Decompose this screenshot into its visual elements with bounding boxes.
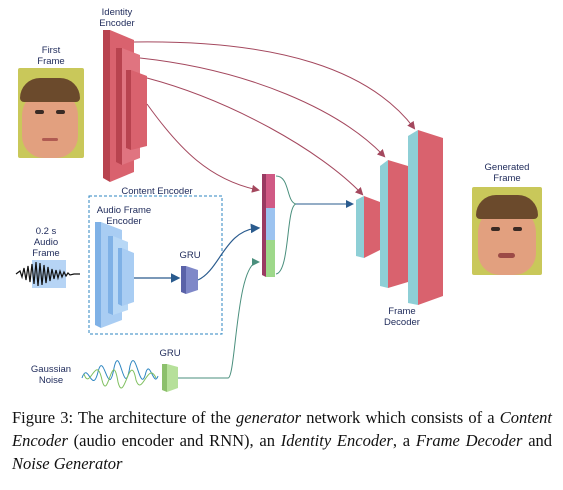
gru-content-label: GRU	[179, 250, 201, 261]
caption-mid3: , a	[392, 431, 416, 450]
caption-content-encoder: Content Encoder	[12, 408, 553, 450]
gaussian-noise-label: Gaussian Noise	[26, 364, 76, 386]
caption-noise-generator: Noise Generator	[12, 454, 123, 473]
first-frame-image	[18, 68, 84, 158]
caption-frame-decoder: Frame Decoder	[415, 431, 523, 450]
caption-mid1: network which consists of a	[301, 408, 500, 427]
gru-content-block	[181, 266, 198, 294]
architecture-diagram: Identity Encoder First Frame Content Enc…	[15, 7, 542, 392]
generated-frame-image	[472, 187, 542, 275]
generated-frame-label-line2: Frame	[493, 173, 521, 184]
gaussian-noise-label-line2: Noise	[38, 375, 64, 386]
skip-connections	[133, 41, 416, 196]
content-encoder-label: Content Encoder	[121, 186, 193, 197]
generated-frame-label-line1: Generated	[484, 162, 530, 173]
caption-mid2: (audio encoder and RNN), an	[67, 431, 281, 450]
caption-generator: generator	[236, 408, 302, 427]
audio-waveform	[15, 260, 80, 288]
frame-decoder-label-line2: Decoder	[384, 317, 420, 328]
identity-encoder-label-line2: Encoder	[99, 18, 135, 29]
audio-frame-label-line2: Audio	[33, 237, 59, 248]
first-frame-label-line1: First	[41, 45, 61, 56]
audio-frame-label-line3: Frame	[32, 248, 60, 259]
audio-frame-encoder-label-line1: Audio Frame	[96, 205, 152, 216]
frame-decoder-blocks	[356, 130, 443, 305]
noise-waveform	[81, 360, 159, 389]
generated-frame-label: Generated Frame	[476, 162, 538, 184]
frame-decoder-label-line1: Frame	[388, 306, 416, 317]
first-frame-label-line2: Frame	[37, 56, 65, 67]
audio-frame-encoder-blocks	[95, 222, 134, 328]
audio-frame-encoder-label: Audio Frame Encoder	[91, 205, 157, 227]
audio-frame-encoder-label-line2: Encoder	[106, 216, 142, 227]
diagram-canvas	[15, 30, 443, 392]
latent-concat-block	[262, 174, 275, 277]
caption-identity-encoder: Identity Encoder	[280, 431, 393, 450]
frame-decoder-label: Frame Decoder	[378, 306, 426, 328]
content-encoder-box	[88, 195, 223, 335]
gru-noise-block	[162, 364, 178, 392]
caption-prefix: Figure 3: The architecture of the	[12, 408, 236, 427]
gaussian-noise-label-line1: Gaussian	[30, 364, 72, 375]
identity-encoder-label: Identity Encoder	[90, 7, 144, 29]
gru-noise-label: GRU	[159, 348, 181, 359]
identity-encoder-label-line1: Identity	[101, 7, 133, 18]
audio-frame-label: 0.2 s Audio Frame	[24, 226, 68, 259]
caption-mid4: and	[522, 431, 553, 450]
identity-encoder-blocks	[103, 30, 147, 182]
figure-caption: Figure 3: The architecture of the genera…	[12, 406, 552, 475]
first-frame-label: First Frame	[28, 45, 74, 67]
audio-frame-label-line1: 0.2 s	[35, 226, 57, 237]
